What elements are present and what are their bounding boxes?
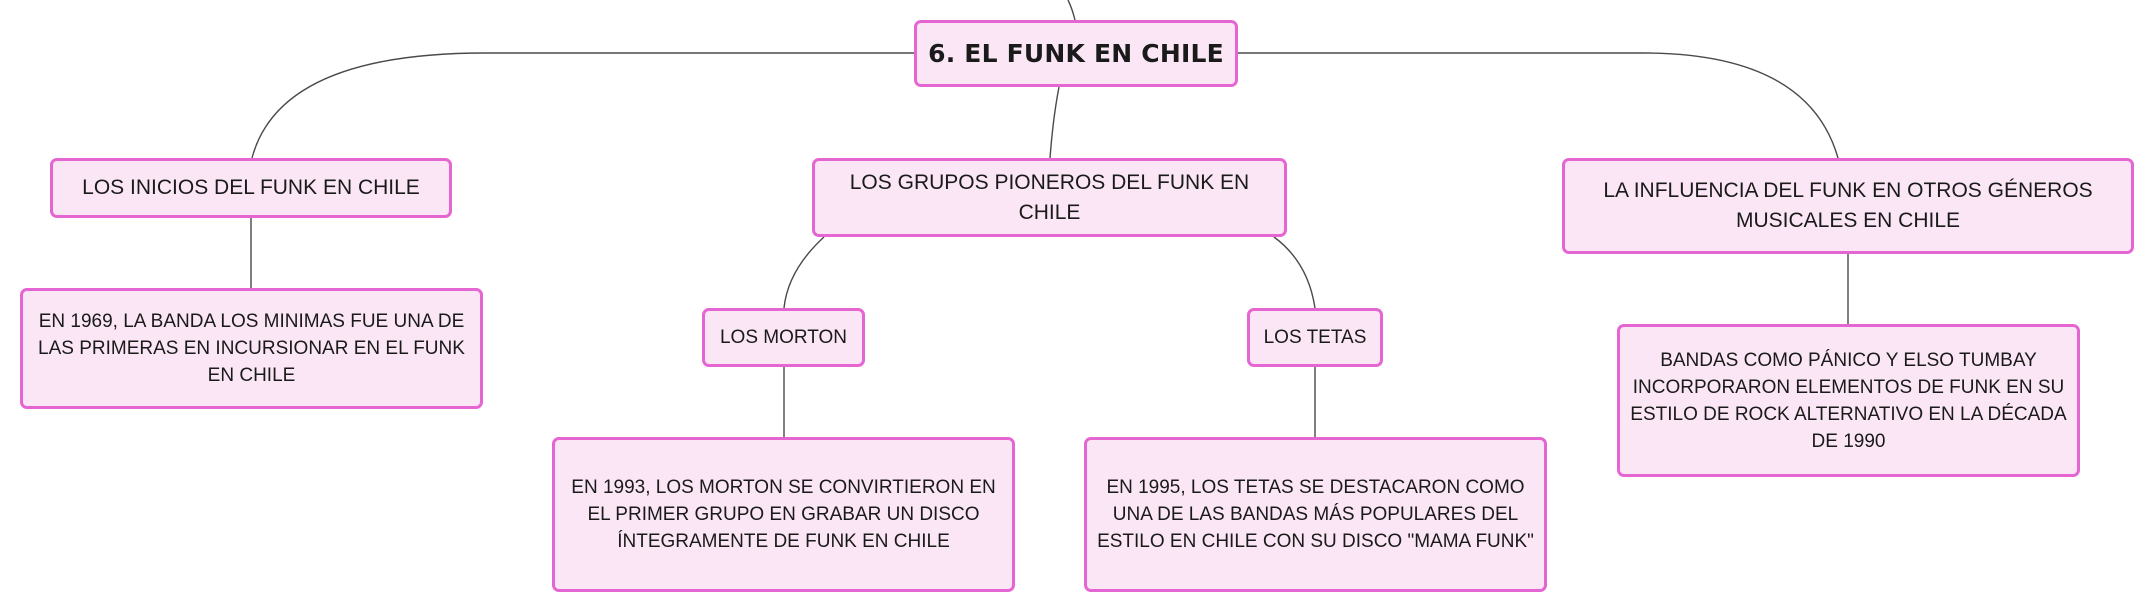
node-grupos-label: LOS GRUPOS PIONEROS DEL FUNK EN CHILE [849,170,1250,224]
node-morton-label: LOS MORTON [719,327,848,348]
connector-root-to-influencia [1238,52,1839,159]
node-tetas[interactable]: LOS TETAS [1247,308,1383,367]
connector-root-to-grupos [1049,86,1060,159]
connector-grupos-to-tetas [1273,236,1316,309]
node-inicios-detail[interactable]: EN 1969, LA BANDA LOS MINIMAS FUE UNA DE… [20,288,483,409]
root-node-label: 6. EL FUNK EN CHILE [928,39,1224,68]
node-inicios-detail-text: EN 1969, LA BANDA LOS MINIMAS FUE UNA DE… [38,311,465,386]
node-grupos[interactable]: LOS GRUPOS PIONEROS DEL FUNK EN CHILE [812,158,1287,237]
node-inicios-label: LOS INICIOS DEL FUNK EN CHILE [82,176,420,199]
root-node[interactable]: 6. EL FUNK EN CHILE [914,20,1238,87]
node-morton[interactable]: LOS MORTON [702,308,865,367]
node-morton-detail-text: EN 1993, LOS MORTON SE CONVIRTIERON EN E… [571,477,996,552]
node-influencia-detail-text: BANDAS COMO PÁNICO Y ELSO TUMBAY INCORPO… [1630,349,2067,452]
node-inicios[interactable]: LOS INICIOS DEL FUNK EN CHILE [50,158,452,218]
node-morton-detail[interactable]: EN 1993, LOS MORTON SE CONVIRTIERON EN E… [552,437,1015,592]
connector-root-to-parent [1067,0,1076,21]
node-influencia-label: LA INFLUENCIA DEL FUNK EN OTROS GÉNEROS … [1603,179,2093,232]
node-influencia-detail[interactable]: BANDAS COMO PÁNICO Y ELSO TUMBAY INCORPO… [1617,324,2080,477]
connector-root-to-inicios [251,52,914,159]
connector-grupos-to-morton [783,236,825,309]
node-influencia[interactable]: LA INFLUENCIA DEL FUNK EN OTROS GÉNEROS … [1562,158,2134,254]
node-tetas-detail-text: EN 1995, LOS TETAS SE DESTACARON COMO UN… [1097,477,1534,552]
node-tetas-detail[interactable]: EN 1995, LOS TETAS SE DESTACARON COMO UN… [1084,437,1547,592]
node-tetas-label: LOS TETAS [1263,327,1367,348]
